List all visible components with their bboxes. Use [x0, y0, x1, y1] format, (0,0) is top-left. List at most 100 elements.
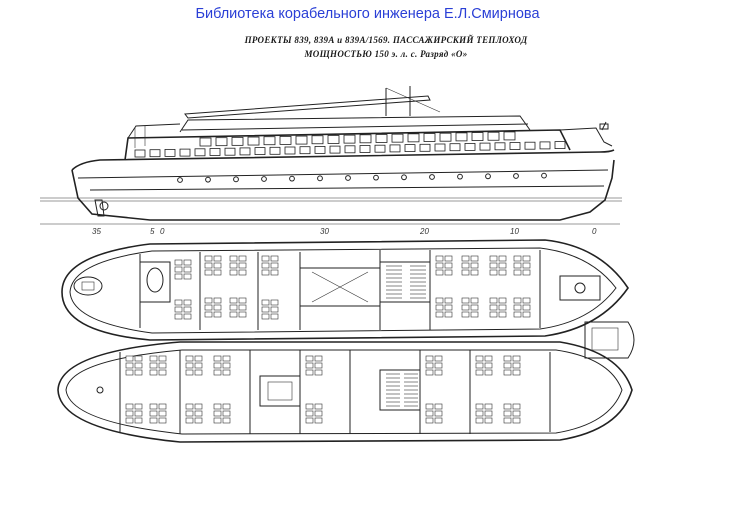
page-title: Библиотека корабельного инженера Е.Л.Сми… — [0, 6, 735, 22]
stairs — [386, 373, 418, 407]
seat — [174, 299, 183, 306]
window — [179, 148, 191, 157]
seat — [270, 269, 279, 276]
sheer-line — [71, 149, 615, 171]
steering-wheel — [574, 282, 586, 294]
seat — [149, 403, 158, 410]
porthole — [289, 175, 295, 182]
rubbing-strake — [89, 185, 605, 191]
seat — [174, 313, 183, 320]
seat — [213, 297, 222, 304]
seat — [435, 255, 444, 262]
seat — [444, 297, 453, 304]
porthole — [261, 176, 267, 182]
saloon-table — [146, 267, 164, 293]
seat — [461, 297, 470, 304]
seat — [125, 369, 134, 376]
seat — [270, 299, 279, 306]
seat — [475, 403, 484, 410]
seat — [305, 355, 314, 362]
stairwell — [379, 261, 431, 303]
window — [269, 146, 281, 155]
seat — [158, 403, 167, 410]
seat — [134, 369, 143, 376]
seat — [522, 269, 531, 276]
seat — [158, 410, 167, 417]
window — [389, 144, 401, 153]
window — [295, 135, 308, 145]
lower-deck-plan — [57, 341, 633, 443]
seat — [134, 355, 143, 362]
window — [509, 142, 521, 150]
frame-mark: 10 — [510, 227, 519, 236]
window — [524, 141, 536, 150]
seat — [498, 262, 507, 269]
seat — [425, 369, 434, 376]
seat — [194, 410, 203, 417]
seat — [261, 255, 270, 262]
lower-deck-inner-outline — [65, 349, 623, 435]
seat — [305, 410, 314, 417]
superstructure — [124, 129, 571, 161]
seat — [444, 269, 453, 276]
frame-mark: 30 — [320, 227, 329, 236]
seat — [513, 262, 522, 269]
upper-deck-rail — [181, 123, 529, 131]
bow-hatch — [73, 276, 103, 296]
seat — [149, 369, 158, 376]
porthole — [317, 175, 323, 182]
window — [239, 147, 251, 156]
seat — [435, 262, 444, 269]
seat — [425, 410, 434, 417]
seat — [522, 297, 531, 304]
seat — [512, 369, 521, 376]
seat — [434, 403, 443, 410]
seat — [305, 417, 314, 424]
main-deck-plan — [61, 239, 635, 359]
porthole — [429, 174, 435, 180]
seat — [270, 262, 279, 269]
window — [554, 141, 566, 150]
frame-mark: 0 — [160, 227, 165, 236]
seat — [183, 273, 192, 280]
seat — [134, 417, 143, 424]
seat — [503, 355, 512, 362]
seat — [174, 306, 183, 313]
seat — [314, 417, 323, 424]
seat — [444, 262, 453, 269]
caption-line-2: МОЩНОСТЬЮ 150 э. л. с. Разряд «О» — [304, 49, 468, 59]
seat — [314, 403, 323, 410]
portholes — [177, 172, 547, 183]
bow-posts — [134, 126, 146, 148]
porthole — [177, 177, 183, 183]
window — [423, 133, 436, 142]
seat — [229, 311, 238, 318]
window — [464, 142, 476, 151]
deck-line — [77, 169, 609, 179]
seat — [435, 311, 444, 318]
seat — [185, 355, 194, 362]
seat — [213, 269, 222, 276]
seat — [503, 410, 512, 417]
seat — [489, 255, 498, 262]
seat — [435, 269, 444, 276]
seat — [238, 304, 247, 311]
rudder — [94, 199, 105, 217]
window — [329, 145, 341, 154]
seat — [444, 304, 453, 311]
seat — [470, 311, 479, 318]
seat — [305, 362, 314, 369]
seat — [503, 369, 512, 376]
seat — [238, 311, 247, 318]
seat — [213, 369, 222, 376]
seat — [503, 417, 512, 424]
window — [263, 136, 276, 146]
window — [449, 143, 461, 152]
porthole — [373, 174, 379, 181]
seat — [513, 269, 522, 276]
seat — [470, 297, 479, 304]
seat — [434, 410, 443, 417]
seat — [314, 362, 323, 369]
seat — [461, 311, 470, 318]
seat — [125, 355, 134, 362]
